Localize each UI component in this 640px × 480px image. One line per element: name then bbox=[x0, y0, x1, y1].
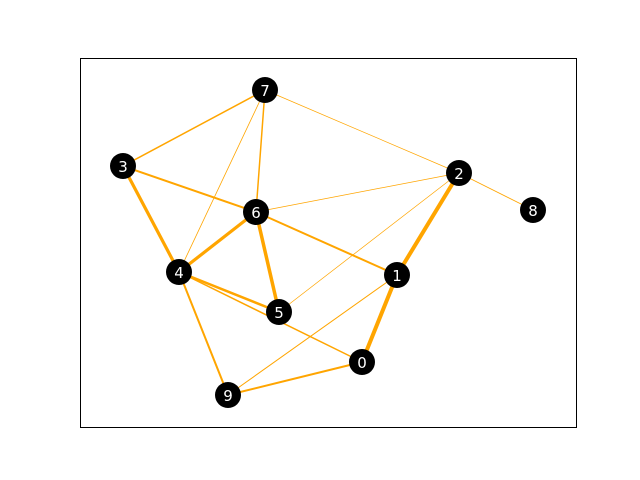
node-6: 6 bbox=[243, 199, 269, 225]
edge-2-5 bbox=[278, 172, 460, 313]
node-label-4: 4 bbox=[174, 264, 184, 282]
node-0: 0 bbox=[349, 349, 375, 375]
edge-6-5 bbox=[254, 210, 281, 314]
edge-4-5 bbox=[177, 270, 281, 314]
node-label-1: 1 bbox=[392, 267, 402, 285]
node-7: 7 bbox=[252, 77, 278, 103]
node-circle-9 bbox=[215, 382, 241, 408]
node-circle-0 bbox=[349, 349, 375, 375]
node-label-5: 5 bbox=[274, 304, 284, 322]
node-label-7: 7 bbox=[260, 82, 270, 100]
edge-3-4 bbox=[121, 164, 181, 274]
edge-7-4 bbox=[178, 89, 266, 273]
node-4: 4 bbox=[166, 259, 192, 285]
edge-2-8 bbox=[458, 172, 534, 211]
node-2: 2 bbox=[446, 160, 472, 186]
node-label-2: 2 bbox=[454, 165, 464, 183]
edge-7-3 bbox=[122, 89, 266, 167]
node-1: 1 bbox=[384, 262, 410, 288]
node-circle-6 bbox=[243, 199, 269, 225]
edge-2-1 bbox=[395, 171, 461, 277]
node-label-8: 8 bbox=[528, 202, 538, 220]
axes-frame bbox=[80, 58, 577, 428]
edge-9-0 bbox=[227, 361, 363, 396]
nodes-layer: 0 1 2 3 4 5 6 7 8 9 bbox=[110, 77, 546, 408]
edge-4-9 bbox=[178, 271, 229, 396]
edge-6-2 bbox=[255, 172, 460, 213]
node-label-3: 3 bbox=[118, 158, 128, 176]
node-circle-8 bbox=[520, 197, 546, 223]
node-3: 3 bbox=[110, 153, 136, 179]
node-circle-4 bbox=[166, 259, 192, 285]
edge-7-2 bbox=[264, 89, 460, 174]
node-circle-3 bbox=[110, 153, 136, 179]
edge-6-4 bbox=[177, 210, 258, 274]
node-label-0: 0 bbox=[357, 354, 367, 372]
node-circle-1 bbox=[384, 262, 410, 288]
node-5: 5 bbox=[266, 299, 292, 325]
node-label-6: 6 bbox=[251, 204, 261, 222]
node-label-9: 9 bbox=[223, 387, 233, 405]
node-9: 9 bbox=[215, 382, 241, 408]
edge-7-6 bbox=[255, 89, 266, 213]
node-circle-2 bbox=[446, 160, 472, 186]
node-8: 8 bbox=[520, 197, 546, 223]
edge-1-0 bbox=[360, 273, 399, 364]
node-circle-5 bbox=[266, 299, 292, 325]
edge-3-6 bbox=[122, 165, 257, 213]
edge-1-9 bbox=[227, 274, 398, 396]
edge-6-1 bbox=[255, 211, 398, 276]
node-circle-7 bbox=[252, 77, 278, 103]
